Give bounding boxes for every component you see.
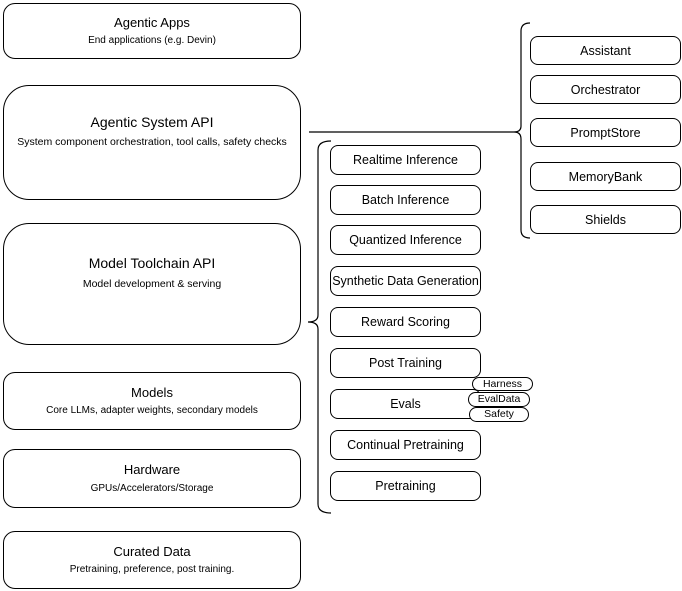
evaldata-pill: EvalData: [468, 392, 530, 407]
evals-box: Evals: [330, 389, 481, 419]
toolchain-brace: [307, 140, 332, 514]
quantized-inference-label: Quantized Inference: [349, 233, 462, 247]
models-title: Models: [131, 384, 173, 400]
memorybank-box: MemoryBank: [530, 162, 681, 191]
batch-inference-label: Batch Inference: [361, 193, 450, 207]
shields-box: Shields: [530, 205, 681, 234]
orchestrator-label: Orchestrator: [570, 82, 641, 97]
shields-label: Shields: [585, 212, 626, 227]
hardware-subtitle: GPUs/Accelerators/Storage: [90, 482, 214, 494]
assistant-box: Assistant: [530, 36, 681, 65]
assistant-label: Assistant: [580, 43, 631, 58]
curated-data-box: Curated Data Pretraining, preference, po…: [3, 531, 301, 589]
synthetic-data-generation-box: Synthetic Data Generation: [330, 266, 481, 296]
post-training-label: Post Training: [369, 356, 442, 370]
synthetic-data-generation-label: Synthetic Data Generation: [332, 274, 479, 288]
harness-label: Harness: [482, 377, 523, 390]
continual-pretraining-label: Continual Pretraining: [347, 438, 464, 452]
models-subtitle: Core LLMs, adapter weights, secondary mo…: [46, 405, 258, 417]
hardware-title: Hardware: [123, 462, 181, 478]
promptstore-label: PromptStore: [570, 125, 641, 140]
hardware-box: Hardware GPUs/Accelerators/Storage: [3, 449, 301, 508]
safety-label: Safety: [484, 408, 514, 421]
pretraining-label: Pretraining: [375, 479, 436, 493]
agentic-system-api-subtitle: System component orchestration, tool cal…: [17, 136, 287, 149]
model-toolchain-api-subtitle: Model development & serving: [82, 277, 222, 290]
quantized-inference-box: Quantized Inference: [330, 225, 481, 255]
realtime-inference-label: Realtime Inference: [353, 153, 458, 167]
post-training-box: Post Training: [330, 348, 481, 378]
agentic-apps-title: Agentic Apps: [114, 14, 190, 30]
agentic-apps-box: Agentic Apps End applications (e.g. Devi…: [3, 3, 301, 59]
reward-scoring-label: Reward Scoring: [361, 315, 450, 329]
model-toolchain-api-title: Model Toolchain API: [88, 255, 216, 272]
curated-data-subtitle: Pretraining, preference, post training.: [69, 564, 235, 576]
pretraining-box: Pretraining: [330, 471, 481, 501]
memorybank-label: MemoryBank: [568, 169, 643, 184]
realtime-inference-box: Realtime Inference: [330, 145, 481, 175]
curated-data-title: Curated Data: [113, 543, 191, 559]
system-components-brace: [513, 22, 531, 239]
promptstore-box: PromptStore: [530, 118, 681, 147]
batch-inference-box: Batch Inference: [330, 185, 481, 215]
continual-pretraining-box: Continual Pretraining: [330, 430, 481, 460]
agentic-system-api-title: Agentic System API: [90, 113, 214, 130]
reward-scoring-box: Reward Scoring: [330, 307, 481, 337]
agentic-system-api-box: Agentic System API System component orch…: [3, 85, 301, 200]
agentic-apps-subtitle: End applications (e.g. Devin): [88, 35, 216, 47]
models-box: Models Core LLMs, adapter weights, secon…: [3, 372, 301, 430]
safety-pill: Safety: [469, 407, 529, 422]
orchestrator-box: Orchestrator: [530, 75, 681, 104]
evals-label: Evals: [390, 397, 421, 411]
model-toolchain-api-box: Model Toolchain API Model development & …: [3, 223, 301, 345]
harness-pill: Harness: [472, 377, 533, 391]
evaldata-label: EvalData: [477, 393, 521, 406]
